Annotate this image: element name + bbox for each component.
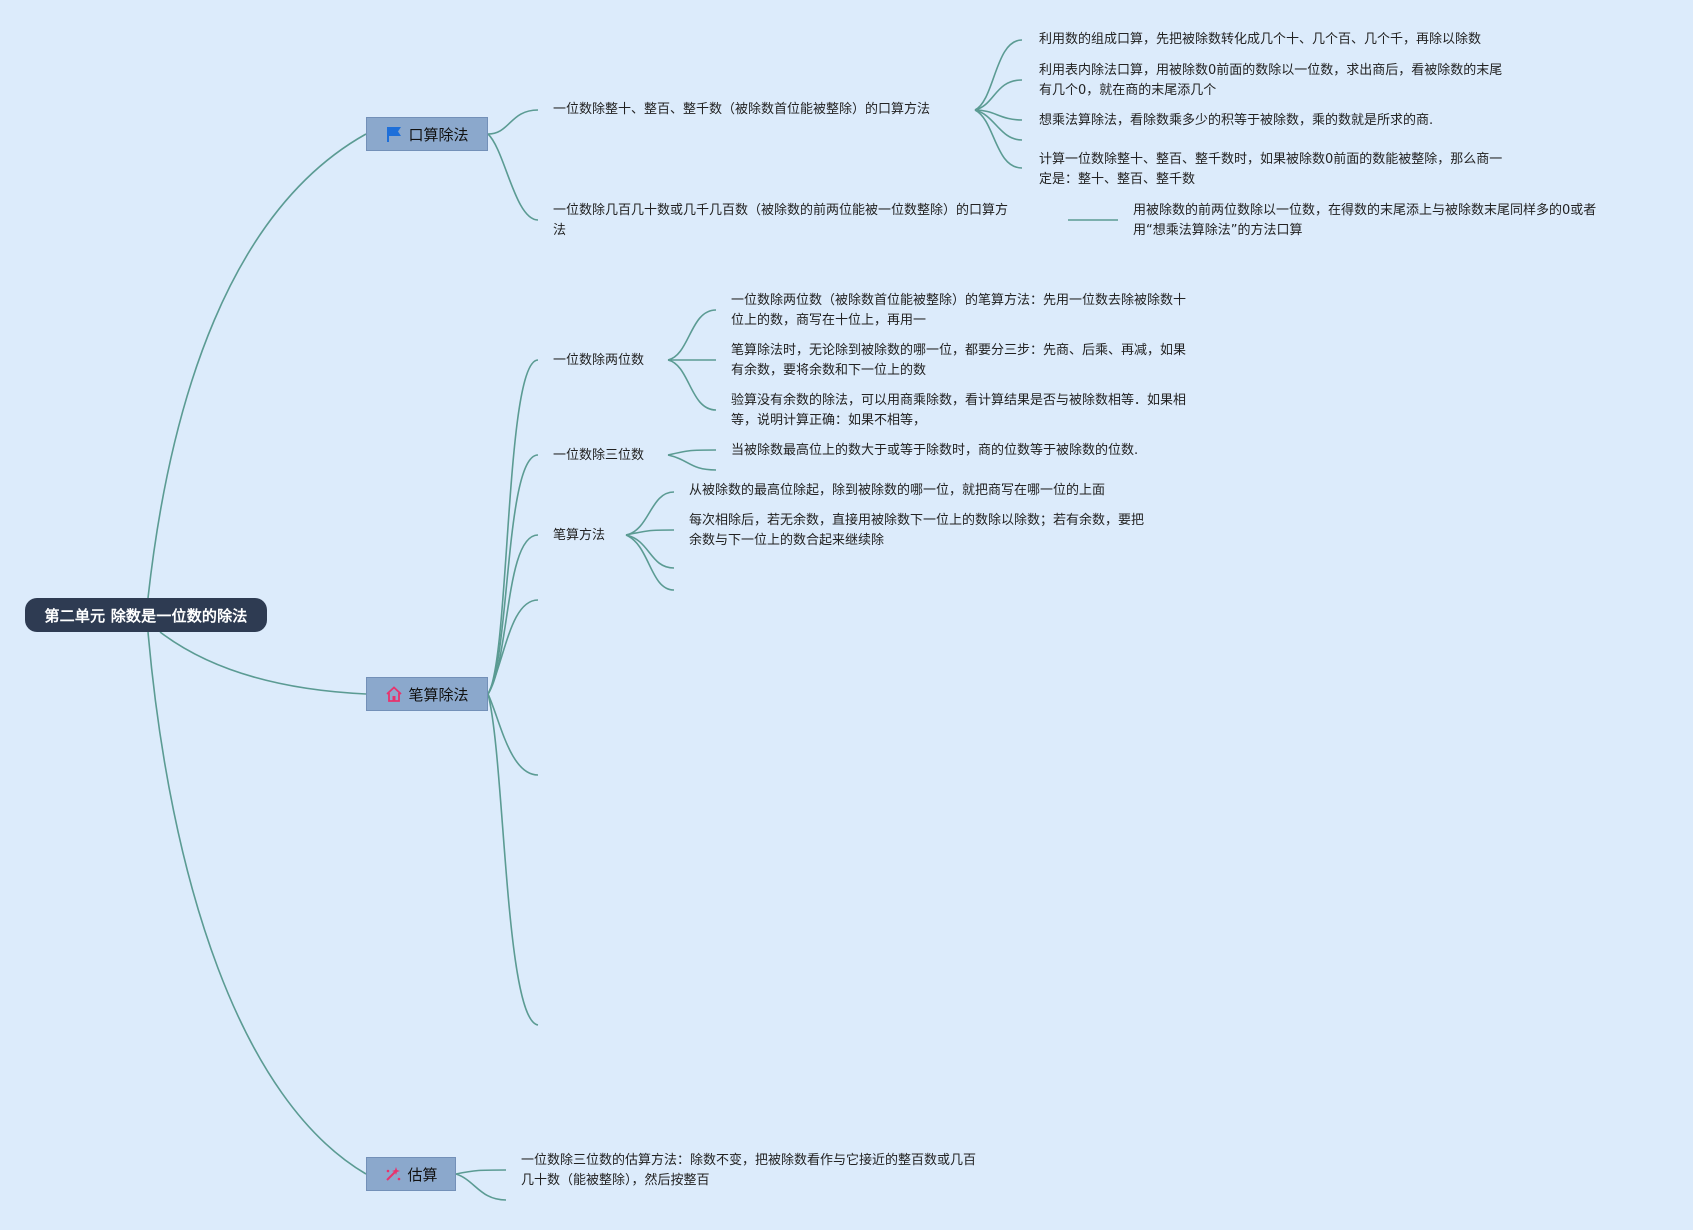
- leaf-oral-a-2[interactable]: 利用表内除法口算，用被除数0前面的数除以一位数，求出商后，看被除数的末尾 有几个…: [1039, 61, 1502, 101]
- link-oral-a: [487, 109, 539, 135]
- link-root-oral: [147, 133, 367, 599]
- leaf-oral-a-4-line1: 计算一位数除整十、整百、整千数时，如果被除数0前面的数能被整除，那么商一: [1039, 152, 1503, 167]
- subtopic-oral-a[interactable]: 一位数除整十、整百、整千数（被除数首位能被整除）的口算方法: [553, 102, 931, 117]
- leaf-written-two-1-line2: 位上的数，商写在十位上，再用一: [731, 313, 927, 328]
- leaf-oral-a-2-line2: 有几个0，就在商的末尾添几个: [1039, 83, 1217, 98]
- subtopic-estimate-a-line2: 几十数（能被整除），然后按整百: [521, 1173, 710, 1188]
- link-root-estimate: [147, 631, 367, 1175]
- leaf-written-two-3[interactable]: 验算没有余数的除法，可以用商乘除数，看计算结果是否与被除数相等．如果相 等，说明…: [731, 391, 1186, 431]
- sparkle-icon: [384, 1165, 402, 1183]
- leaf-written-two-2[interactable]: 笔算除法时，无论除到被除数的哪一位，都要分三步：先商、后乘、再减，如果 有余数，…: [731, 341, 1186, 381]
- leaf-oral-b-1[interactable]: 用被除数的前两位数除以一位数，在得数的末尾添上与被除数末尾同样多的0或者 用“想…: [1133, 201, 1596, 241]
- leaf-written-two-3-line2: 等，说明计算正确：如果不相等，: [731, 413, 927, 428]
- leaf-oral-a-2-line1: 利用表内除法口算，用被除数0前面的数除以一位数，求出商后，看被除数的末尾: [1039, 63, 1503, 78]
- leaf-oral-b-1-line2: 用“想乘法算除法”的方法口算: [1133, 223, 1303, 238]
- subtopic-written-two-digit[interactable]: 一位数除两位数: [553, 353, 645, 368]
- link-oral-b: [487, 133, 539, 221]
- leaf-written-two-2-line1: 笔算除法时，无论除到被除数的哪一位，都要分三步：先商、后乘、再减，如果: [731, 343, 1187, 358]
- topic-written-division-label: 笔算除法: [408, 685, 469, 704]
- leaf-written-two-1[interactable]: 一位数除两位数（被除数首位能被整除）的笔算方法：先用一位数去除被除数十 位上的数…: [731, 291, 1186, 331]
- topic-oral-division-label: 口算除法: [408, 125, 469, 144]
- subtopic-oral-b-line2: 法: [553, 223, 567, 238]
- subtopic-estimate-a-line1: 一位数除三位数的估算方法：除数不变，把被除数看作与它接近的整百数或几百: [521, 1153, 977, 1168]
- root-topic-label: 第二单元 除数是一位数的除法: [44, 606, 248, 625]
- leaf-oral-a-3[interactable]: 想乘法算除法，看除数乘多少的积等于被除数，乘的数就是所求的商.: [1039, 113, 1434, 128]
- subtopic-written-method[interactable]: 笔算方法: [553, 528, 606, 543]
- topic-written-division[interactable]: 笔算除法: [366, 677, 488, 711]
- leaf-written-method-1[interactable]: 从被除数的最高位除起，除到被除数的哪一位，就把商写在哪一位的上面: [689, 483, 1106, 498]
- leaf-written-three-1[interactable]: 当被除数最高位上的数大于或等于除数时，商的位数等于被除数的位数.: [731, 443, 1139, 458]
- root-topic[interactable]: 第二单元 除数是一位数的除法: [25, 598, 267, 632]
- subtopic-written-three-digit[interactable]: 一位数除三位数: [553, 448, 645, 463]
- leaf-written-method-2-line2: 余数与下一位上的数合起来继续除: [689, 533, 885, 548]
- subtopic-estimate-a[interactable]: 一位数除三位数的估算方法：除数不变，把被除数看作与它接近的整百数或几百 几十数（…: [521, 1151, 976, 1191]
- subtopic-oral-b[interactable]: 一位数除几百几十数或几千几百数（被除数的前两位能被一位数整除）的口算方 法: [553, 201, 1008, 241]
- leaf-oral-a-1[interactable]: 利用数的组成口算，先把被除数转化成几个十、几个百、几个千，再除以除数: [1039, 32, 1482, 47]
- leaf-written-method-2-line1: 每次相除后，若无余数，直接用被除数下一位上的数除以除数；若有余数，要把: [689, 513, 1145, 528]
- leaf-oral-b-1-line1: 用被除数的前两位数除以一位数，在得数的末尾添上与被除数末尾同样多的0或者: [1133, 203, 1597, 218]
- leaf-oral-a-4-line2: 定是：整十、整百、整千数: [1039, 172, 1196, 187]
- topic-estimation-label: 估算: [407, 1165, 438, 1184]
- link-root-written: [159, 631, 367, 695]
- topic-oral-division[interactable]: 口算除法: [366, 117, 488, 151]
- leaf-written-two-2-line2: 有余数，要将余数和下一位上的数: [731, 363, 927, 378]
- flag-icon: [385, 125, 403, 143]
- leaf-written-two-1-line1: 一位数除两位数（被除数首位能被整除）的笔算方法：先用一位数去除被除数十: [731, 293, 1187, 308]
- topic-estimation[interactable]: 估算: [366, 1157, 456, 1191]
- leaf-written-method-2[interactable]: 每次相除后，若无余数，直接用被除数下一位上的数除以除数；若有余数，要把 余数与下…: [689, 511, 1144, 551]
- leaf-written-two-3-line1: 验算没有余数的除法，可以用商乘除数，看计算结果是否与被除数相等．如果相: [731, 393, 1187, 408]
- home-icon: [385, 685, 403, 703]
- subtopic-oral-b-line1: 一位数除几百几十数或几千几百数（被除数的前两位能被一位数整除）的口算方: [553, 203, 1009, 218]
- leaf-oral-a-4[interactable]: 计算一位数除整十、整百、整千数时，如果被除数0前面的数能被整除，那么商一 定是：…: [1039, 150, 1502, 190]
